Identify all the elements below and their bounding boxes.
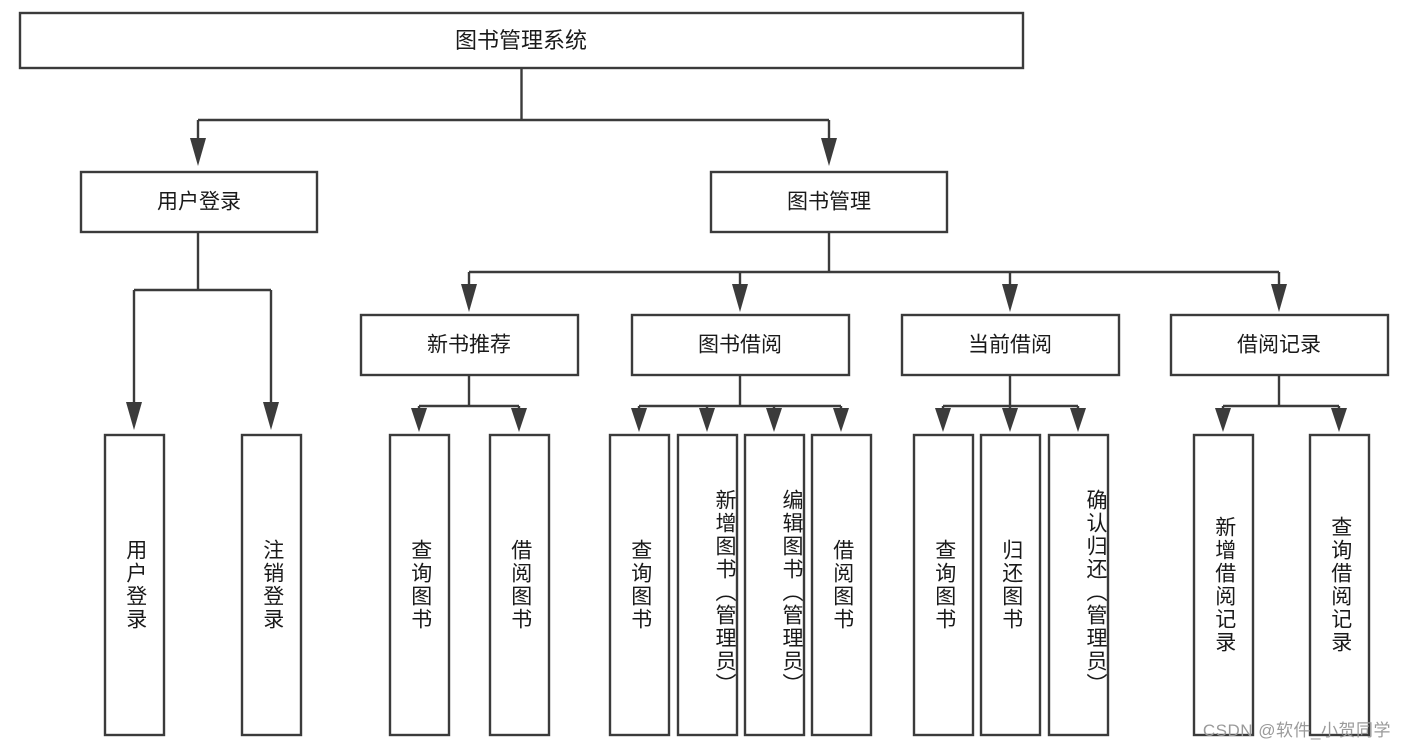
node-root-label: 图书管理系统 [455,28,587,53]
node-book-borrow[interactable]: 图书借阅 [630,313,851,377]
arrow-borrow-record [1271,284,1287,312]
node-new-book-recommend-rect[interactable] [359,313,580,377]
arrow-leaf-add-book [699,408,715,432]
arrow-book-management [821,138,837,166]
connector-group-current-borrow-to-leaves [935,375,1086,432]
arrow-new-book-recommend [461,284,477,312]
node-borrow-record-label: 借阅记录 [1237,334,1321,357]
node-book-management-label: 图书管理 [787,191,871,214]
node-leaf-query-record-rect[interactable] [1308,433,1371,737]
node-book-management[interactable]: 图书管理 [709,170,949,234]
node-root[interactable]: 图书管理系统 [18,11,1025,70]
node-borrow-record[interactable]: 借阅记录 [1169,313,1390,377]
node-user-login[interactable]: 用户登录 [79,170,319,234]
arrow-user-login [190,138,206,166]
connector-group-book-management-to-level3 [461,232,1287,312]
node-leaf-query-book-3-rect[interactable] [912,433,975,737]
connector-group-book-borrow-to-leaves [631,375,849,432]
arrow-leaf-logout-login [263,402,279,430]
node-current-borrow[interactable]: 当前借阅 [900,313,1121,377]
watermark: CSDN @软件_小贺同学 [1202,721,1391,740]
node-leaf-return-book-rect[interactable] [979,433,1042,737]
node-leaf-user-login-rect[interactable] [103,433,166,737]
node-leaf-borrow-book-2-rect[interactable] [810,433,873,737]
node-leaf-query-book-1-rect[interactable] [388,433,451,737]
node-current-borrow-label: 当前借阅 [968,334,1052,357]
node-user-login-rect[interactable] [79,170,319,234]
arrow-leaf-add-record [1215,408,1231,432]
connector-group-new-book-recommend-to-leaves [411,375,527,432]
node-leaf-logout-login-rect[interactable] [240,433,303,737]
connector-group-root-to-level2 [190,68,837,166]
arrow-leaf-user-login [126,402,142,430]
arrow-leaf-query-book-2 [631,408,647,432]
arrow-leaf-borrow-book-2 [833,408,849,432]
node-current-borrow-rect[interactable] [900,313,1121,377]
node-leaf-add-book-rect[interactable] [676,433,739,737]
arrow-leaf-edit-book [766,408,782,432]
node-book-borrow-rect[interactable] [630,313,851,377]
node-leaf-add-record-rect[interactable] [1192,433,1255,737]
arrow-leaf-return-book [1002,408,1018,432]
node-leaf-query-book-2-rect[interactable] [608,433,671,737]
connector-group-user-login-to-leaves [126,232,279,430]
arrow-leaf-query-book-1 [411,408,427,432]
node-borrow-record-rect[interactable] [1169,313,1390,377]
node-new-book-recommend[interactable]: 新书推荐 [359,313,580,377]
node-user-login-label: 用户登录 [157,191,241,214]
node-root-rect[interactable] [18,11,1025,70]
node-leaf-borrow-book-1-rect[interactable] [488,433,551,737]
arrow-current-borrow [1002,284,1018,312]
arrow-leaf-query-book-3 [935,408,951,432]
arrow-leaf-query-record [1331,408,1347,432]
node-leaf-edit-book-rect[interactable] [743,433,806,737]
arrow-leaf-confirm-return [1070,408,1086,432]
arrow-leaf-borrow-book-1 [511,408,527,432]
node-book-borrow-label: 图书借阅 [698,334,782,357]
node-new-book-recommend-label: 新书推荐 [427,334,511,357]
connector-group-borrow-record-to-leaves [1215,375,1347,432]
arrow-book-borrow [732,284,748,312]
node-book-management-rect[interactable] [709,170,949,234]
node-leaf-confirm-return-rect[interactable] [1047,433,1110,737]
